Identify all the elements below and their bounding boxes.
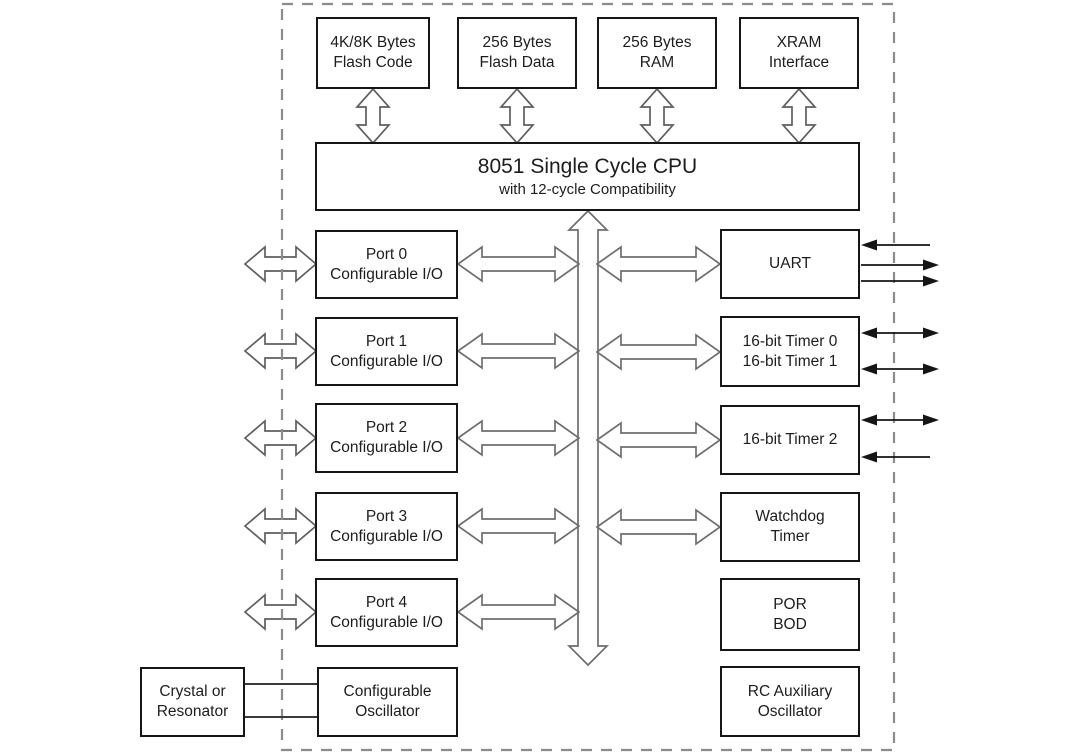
block-label: Configurable bbox=[343, 683, 432, 700]
block-label: Oscillator bbox=[757, 702, 823, 720]
block-label: Port 0 bbox=[365, 245, 408, 263]
block-label: Timer bbox=[770, 528, 810, 545]
block-port4: Port 4 Configurable I/O bbox=[315, 578, 458, 647]
block-label: 16-bit Timer 0 bbox=[742, 332, 838, 350]
block-ram: 256 Bytes RAM bbox=[597, 17, 717, 89]
block-label: Configurable I/O bbox=[330, 527, 443, 545]
flash-code-cpu-arrow-icon bbox=[355, 87, 391, 145]
block-timer01: 16-bit Timer 0 16-bit Timer 1 bbox=[720, 316, 860, 387]
block-label: Configurable I/O bbox=[330, 352, 443, 370]
port0-bus-arrow-icon bbox=[456, 245, 581, 283]
block-label: Port 4 bbox=[365, 593, 408, 611]
block-rc-oscillator: RC Auxiliary Oscillator bbox=[720, 666, 860, 737]
block-por-bod: POR BOD bbox=[720, 578, 860, 651]
port3-bus-arrow-icon bbox=[456, 507, 581, 545]
uart-tx-arrow-icon bbox=[861, 259, 939, 271]
block-label: Configurable I/O bbox=[330, 439, 443, 456]
bus-uart-arrow-icon bbox=[595, 245, 722, 283]
block-label: Oscillator bbox=[355, 703, 420, 720]
xram-cpu-arrow-icon bbox=[781, 87, 817, 145]
bus-timer2-arrow-icon bbox=[595, 421, 722, 459]
cpu-subtitle: with 12-cycle Compatibility bbox=[499, 181, 676, 198]
chip-boundary bbox=[280, 2, 896, 752]
block-watchdog: Watchdog Timer bbox=[720, 492, 860, 562]
block-label: UART bbox=[769, 255, 811, 272]
port0-pins-arrow-icon bbox=[243, 245, 318, 283]
block-label: Port 1 bbox=[365, 332, 408, 350]
block-label: Configurable I/O bbox=[330, 265, 443, 283]
block-crystal: Crystal or Resonator bbox=[140, 667, 245, 737]
uart-rx-arrow-icon bbox=[861, 239, 930, 251]
block-uart: UART bbox=[720, 229, 860, 299]
block-label: Port 3 bbox=[365, 507, 408, 525]
block-label: 16-bit Timer 2 bbox=[742, 431, 838, 448]
system-bus-arrow bbox=[566, 209, 610, 667]
port1-bus-arrow-icon bbox=[456, 332, 581, 370]
cpu-title: 8051 Single Cycle CPU bbox=[477, 155, 698, 178]
port2-pins-arrow-icon bbox=[243, 419, 318, 457]
timer0-pin-arrow-icon bbox=[861, 327, 939, 339]
block-label: Resonator bbox=[156, 703, 229, 720]
block-label: Flash Code bbox=[333, 54, 413, 71]
block-label: 256 Bytes bbox=[622, 34, 692, 51]
flash-data-cpu-arrow-icon bbox=[499, 87, 535, 145]
port4-bus-arrow-icon bbox=[456, 593, 581, 631]
block-label: XRAM bbox=[776, 34, 822, 51]
block-configurable-oscillator: Configurable Oscillator bbox=[317, 667, 458, 737]
block-label: RC Auxiliary bbox=[747, 682, 833, 700]
block-label: 16-bit Timer 1 bbox=[742, 352, 838, 370]
ram-cpu-arrow-icon bbox=[639, 87, 675, 145]
uart-tx2-arrow-icon bbox=[861, 275, 939, 287]
block-label: Configurable I/O bbox=[330, 613, 443, 631]
block-xram-interface: XRAM Interface bbox=[739, 17, 859, 89]
block-label: 256 Bytes bbox=[482, 34, 552, 51]
block-label: Crystal or bbox=[159, 683, 226, 700]
timer2-capture-arrow-icon bbox=[861, 451, 930, 463]
port2-bus-arrow-icon bbox=[456, 419, 581, 457]
block-label: RAM bbox=[639, 54, 675, 71]
block-label: Port 2 bbox=[365, 419, 408, 436]
block-port0: Port 0 Configurable I/O bbox=[315, 230, 458, 299]
block-timer2: 16-bit Timer 2 bbox=[720, 405, 860, 475]
block-port1: Port 1 Configurable I/O bbox=[315, 317, 458, 386]
block-label: Interface bbox=[768, 54, 830, 71]
block-label: BOD bbox=[773, 615, 807, 633]
bus-watchdog-arrow-icon bbox=[595, 508, 722, 546]
block-label: Flash Data bbox=[479, 54, 555, 71]
port1-pins-arrow-icon bbox=[243, 332, 318, 370]
timer1-pin-arrow-icon bbox=[861, 363, 939, 375]
timer2-pin-arrow-icon bbox=[861, 414, 939, 426]
block-cpu: 8051 Single Cycle CPU with 12-cycle Comp… bbox=[315, 142, 860, 211]
block-label: Watchdog bbox=[755, 508, 825, 525]
block-port3: Port 3 Configurable I/O bbox=[315, 492, 458, 561]
block-label: 4K/8K Bytes bbox=[330, 34, 416, 51]
block-flash-code: 4K/8K Bytes Flash Code bbox=[316, 17, 430, 89]
bus-timer01-arrow-icon bbox=[595, 333, 722, 371]
block-flash-data: 256 Bytes Flash Data bbox=[457, 17, 577, 89]
port4-pins-arrow-icon bbox=[243, 593, 318, 631]
block-label: POR bbox=[773, 595, 807, 613]
port3-pins-arrow-icon bbox=[243, 507, 318, 545]
block-port2: Port 2 Configurable I/O bbox=[315, 403, 458, 473]
